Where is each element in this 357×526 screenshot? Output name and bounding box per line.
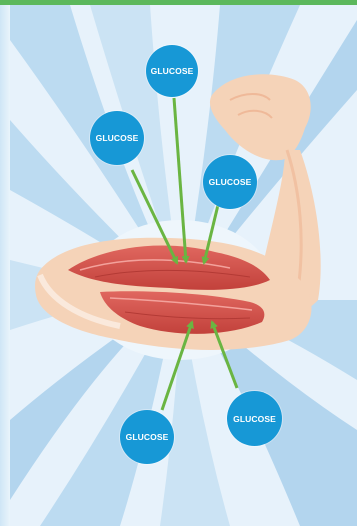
glucose-bubble-2: GLUCOSE — [90, 111, 144, 165]
glucose-bubble-3: GLUCOSE — [203, 155, 257, 209]
glucose-bubble-5: GLUCOSE — [227, 391, 282, 446]
glucose-bubble-1: GLUCOSE — [146, 45, 198, 97]
glucose-bubble-4: GLUCOSE — [120, 410, 174, 464]
